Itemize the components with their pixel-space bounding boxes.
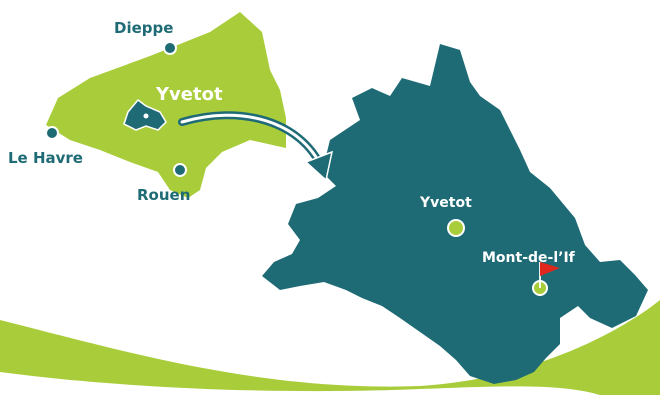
city-dot-icon bbox=[45, 126, 59, 140]
city-label: Le Havre bbox=[8, 149, 83, 167]
city-le-havre: Le Havre bbox=[8, 126, 83, 167]
yvetot-area-dot bbox=[143, 113, 149, 119]
department-shape bbox=[46, 12, 286, 198]
curved-arrow-icon bbox=[178, 111, 334, 182]
white-wave-decoration bbox=[0, 372, 600, 395]
green-wave-decoration bbox=[0, 300, 660, 395]
city-dot-icon bbox=[163, 41, 177, 55]
town-dot-icon bbox=[447, 219, 465, 237]
town-mont-de-l-if: Mont-de-l’If bbox=[482, 250, 576, 296]
commune-shape bbox=[262, 44, 648, 384]
highlight-label: Yvetot bbox=[155, 84, 223, 105]
town-label: Mont-de-l’If bbox=[482, 250, 576, 266]
city-label: Rouen bbox=[137, 186, 190, 204]
town-label: Yvetot bbox=[419, 195, 472, 211]
city-rouen: Rouen bbox=[137, 163, 190, 204]
flag-icon bbox=[539, 262, 560, 288]
city-dot-icon bbox=[173, 163, 187, 177]
city-dieppe: Dieppe bbox=[114, 19, 177, 55]
town-yvetot: Yvetot bbox=[419, 195, 472, 237]
city-label: Dieppe bbox=[114, 19, 173, 37]
